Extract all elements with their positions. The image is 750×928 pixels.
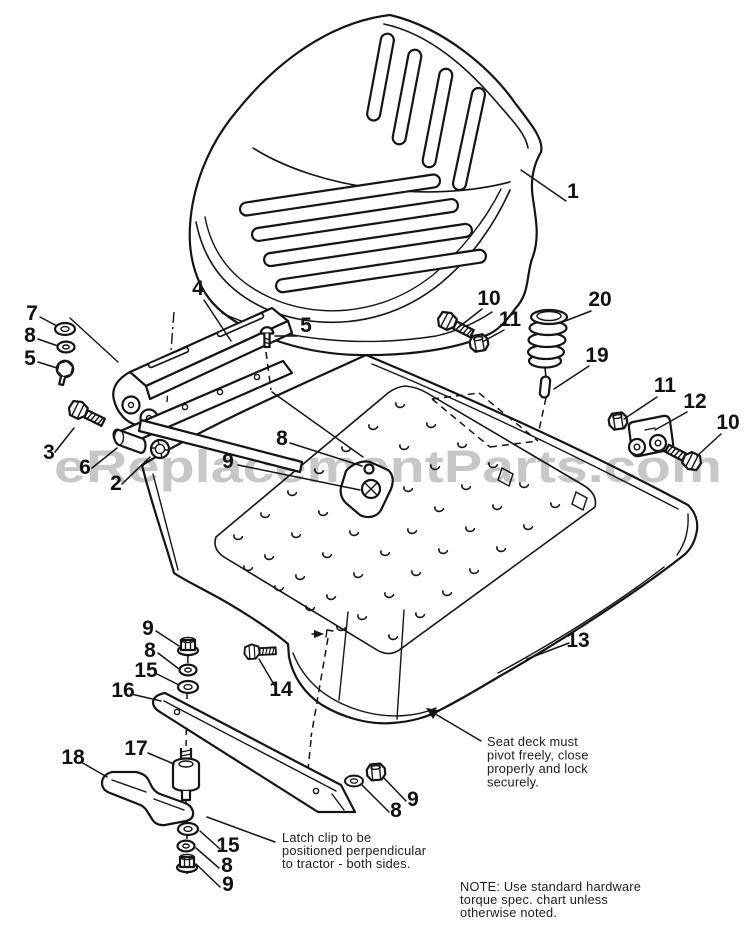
callout-9-lower: 9 bbox=[222, 873, 234, 896]
nut-2 bbox=[149, 438, 171, 460]
callout-8-upper: 8 bbox=[144, 639, 156, 662]
callout-12: 12 bbox=[683, 390, 706, 413]
callout-2: 2 bbox=[110, 472, 122, 495]
spring-20 bbox=[526, 308, 569, 378]
bolt-5-left bbox=[52, 357, 77, 388]
lock-washer-8-lower bbox=[176, 839, 196, 853]
callout-8-left: 8 bbox=[24, 324, 36, 347]
latch-clip-18 bbox=[100, 770, 195, 827]
callout-10-right: 10 bbox=[716, 411, 739, 434]
callout-19: 19 bbox=[585, 344, 608, 367]
callout-11-left: 11 bbox=[499, 308, 522, 331]
callout-8-lower: 8 bbox=[221, 854, 233, 877]
nut-11-left bbox=[467, 332, 491, 354]
callout-14: 14 bbox=[269, 678, 293, 701]
deck-perforations bbox=[233, 402, 561, 641]
bumper-17 bbox=[171, 748, 201, 802]
seat-deck-outline bbox=[141, 353, 699, 725]
callout-11-right: 11 bbox=[654, 374, 677, 397]
deck-recess-outline bbox=[214, 385, 597, 655]
callout-10-left: 10 bbox=[477, 287, 500, 310]
callout-15-lower: 15 bbox=[216, 834, 240, 857]
seat-latch-drawing bbox=[339, 460, 394, 519]
note-arrowhead bbox=[426, 708, 439, 719]
callout-8-latch: 8 bbox=[276, 427, 288, 450]
washer-15-lower bbox=[176, 821, 200, 837]
callout-15-upper: 15 bbox=[134, 659, 158, 682]
nut-9-lower bbox=[175, 853, 199, 874]
slide-bracket-drawing bbox=[112, 306, 364, 474]
alignment-arrow bbox=[314, 630, 324, 638]
callout-1: 1 bbox=[567, 180, 579, 203]
callout-8-right: 8 bbox=[390, 799, 402, 822]
callout-9-right: 9 bbox=[407, 788, 419, 811]
seat-deck-drawing bbox=[141, 353, 699, 725]
seat-deck-note: Seat deck must pivot freely, close prope… bbox=[487, 734, 592, 790]
callout-17: 17 bbox=[124, 737, 147, 760]
nut-11-right bbox=[606, 410, 630, 432]
screw-14 bbox=[243, 642, 278, 661]
washer-15-upper bbox=[176, 679, 200, 695]
spacer-6 bbox=[112, 428, 147, 455]
torque-note: NOTE: Use standard hardware torque spec.… bbox=[460, 879, 645, 920]
callout-5-left: 5 bbox=[24, 347, 36, 370]
callout-9-upper: 9 bbox=[142, 617, 154, 640]
latch-bar-16 bbox=[151, 691, 357, 814]
part-callouts: 1 4 7 8 5 5 10 11 20 19 11 12 10 3 6 2 8… bbox=[24, 180, 740, 896]
washer-8-right bbox=[344, 774, 364, 788]
nut-9-right bbox=[365, 762, 387, 782]
nut-9-upper bbox=[176, 636, 200, 657]
leader-lines bbox=[37, 169, 722, 888]
callout-6: 6 bbox=[79, 456, 91, 479]
callout-4: 4 bbox=[192, 277, 204, 300]
callout-5-right: 5 bbox=[300, 314, 312, 337]
callout-9-latch: 9 bbox=[222, 450, 234, 473]
callout-18: 18 bbox=[61, 746, 85, 769]
callout-3: 3 bbox=[43, 441, 55, 464]
lock-washer-8 bbox=[56, 340, 76, 354]
callout-7: 7 bbox=[26, 302, 38, 325]
bolt-3 bbox=[65, 396, 109, 431]
callout-20: 20 bbox=[588, 288, 611, 311]
pivot-strap bbox=[137, 418, 304, 474]
callout-16: 16 bbox=[111, 679, 134, 702]
lock-washer-8-upper bbox=[178, 663, 198, 677]
washer-7 bbox=[53, 321, 77, 337]
latch-clip-note: Latch clip to be positioned perpendicula… bbox=[282, 830, 430, 871]
callout-13: 13 bbox=[566, 629, 589, 652]
seat-shell-drawing bbox=[188, 13, 543, 357]
pin-19 bbox=[538, 375, 552, 399]
